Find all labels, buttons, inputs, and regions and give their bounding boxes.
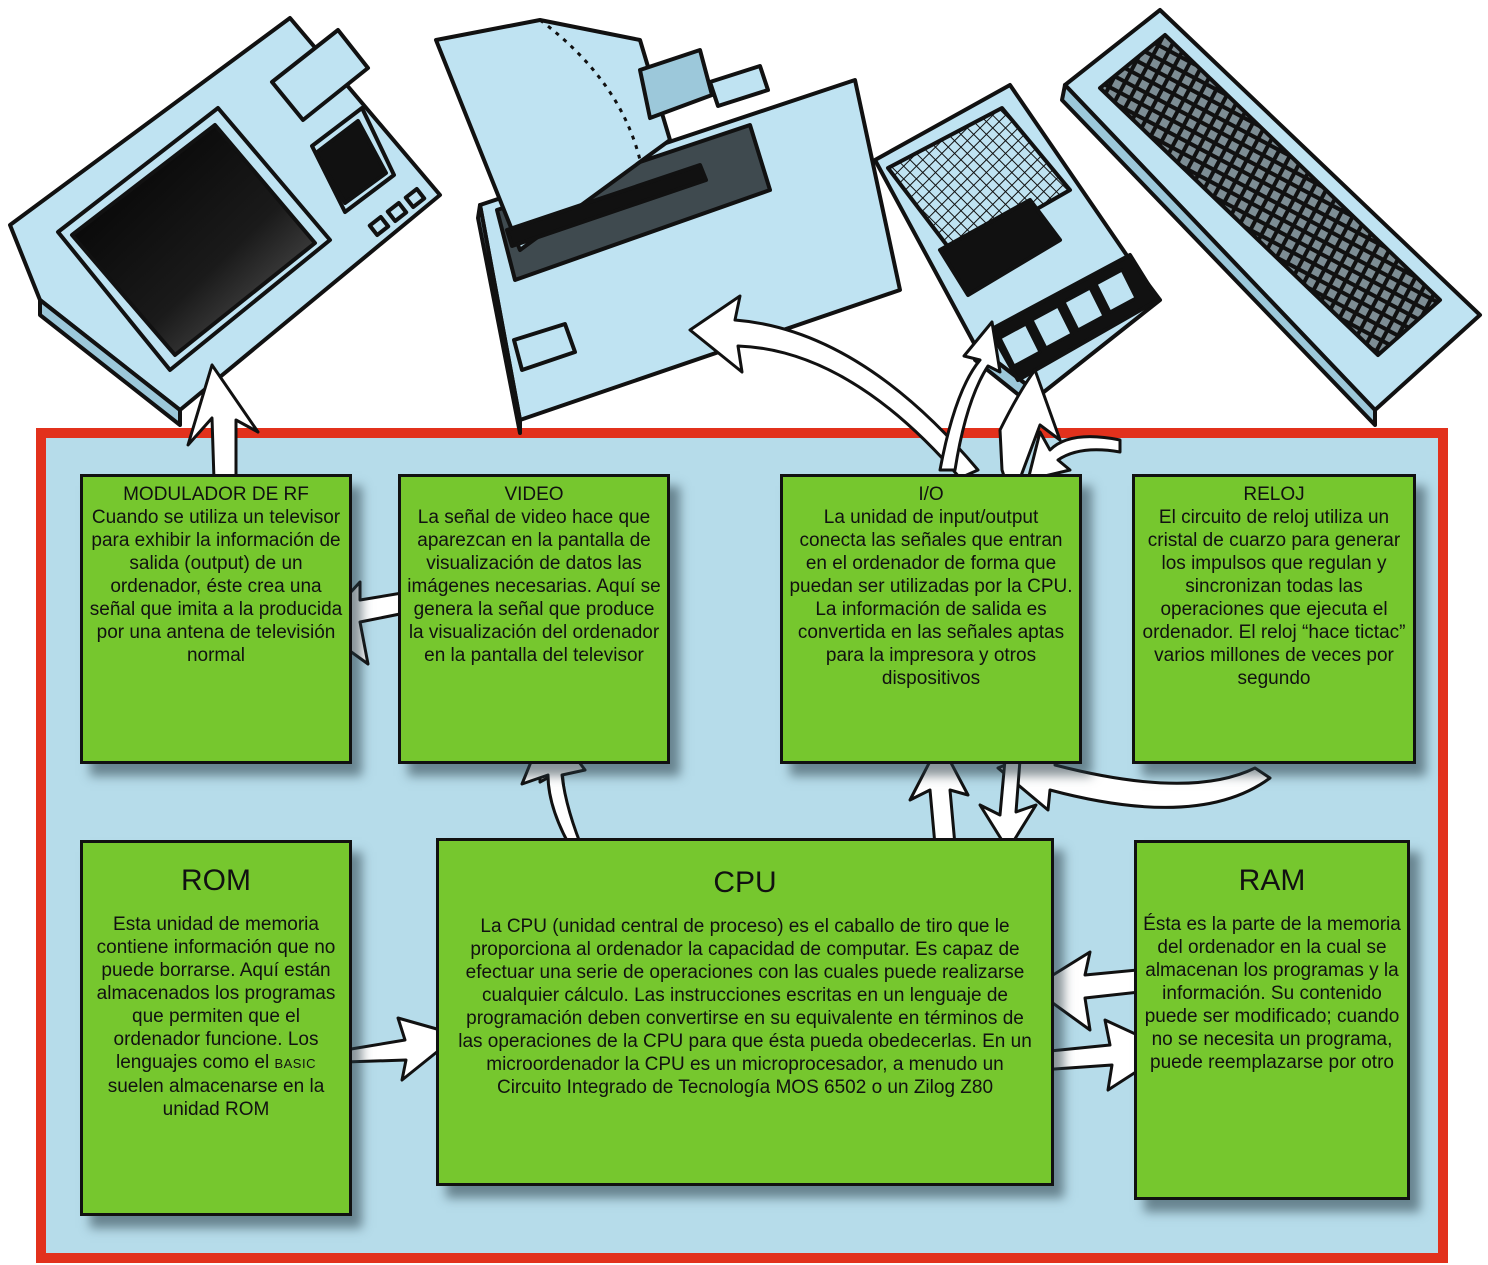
ram-box: RAM Ésta es la parte de la memoria del o…	[1134, 840, 1410, 1200]
box-text: Esta unidad de memoria contiene informac…	[96, 914, 336, 1120]
reloj-box: RELOJ El circuito de reloj utiliza un cr…	[1132, 474, 1416, 764]
box-title: CPU	[713, 866, 777, 899]
cpu-box: CPU La CPU (unidad central de proceso) e…	[436, 838, 1054, 1186]
box-title: VIDEO	[504, 484, 564, 505]
box-text: La CPU (unidad central de proceso) es el…	[458, 916, 1032, 1098]
video-box: VIDEO La señal de video hace que aparezc…	[398, 474, 670, 764]
box-text: Cuando se utiliza un televisor para exhi…	[89, 507, 343, 666]
arrow-reloj-to-cpu	[996, 740, 1272, 812]
modulador-rf-box: MODULADOR DE RF Cuando se utiliza un tel…	[80, 474, 352, 764]
box-text: El circuito de reloj utiliza un cristal …	[1142, 507, 1406, 689]
arrow-cpu-to-io	[908, 740, 970, 847]
box-text: La unidad de input/output conecta las se…	[789, 507, 1073, 689]
box-title: I/O	[918, 484, 944, 505]
arrow-io-to-printer	[688, 294, 980, 480]
monitor-icon	[8, 16, 442, 427]
arrow-io-to-cpu	[978, 758, 1038, 852]
box-text: Ésta es la parte de la memoria del orden…	[1143, 914, 1401, 1073]
arrow-io-to-cassette	[998, 368, 1062, 502]
printer-icon	[434, 18, 902, 435]
io-box: I/O La unidad de input/output conecta la…	[780, 474, 1082, 764]
arrow-to-monitor	[186, 363, 260, 482]
box-title: RAM	[1238, 864, 1306, 897]
rom-box: ROM Esta unidad de memoria contiene info…	[80, 840, 352, 1216]
box-title: MODULADOR DE RF	[123, 484, 309, 505]
keyboard-icon	[1060, 8, 1482, 427]
box-title: RELOJ	[1243, 484, 1305, 505]
box-text: La señal de video hace que aparezcan en …	[407, 507, 661, 666]
arrow-keyboard-to-io	[1026, 430, 1122, 482]
arrow-cassette-to-io	[938, 320, 1002, 472]
arrow-rom-to-cpu	[343, 1016, 460, 1082]
box-title: ROM	[181, 864, 251, 897]
